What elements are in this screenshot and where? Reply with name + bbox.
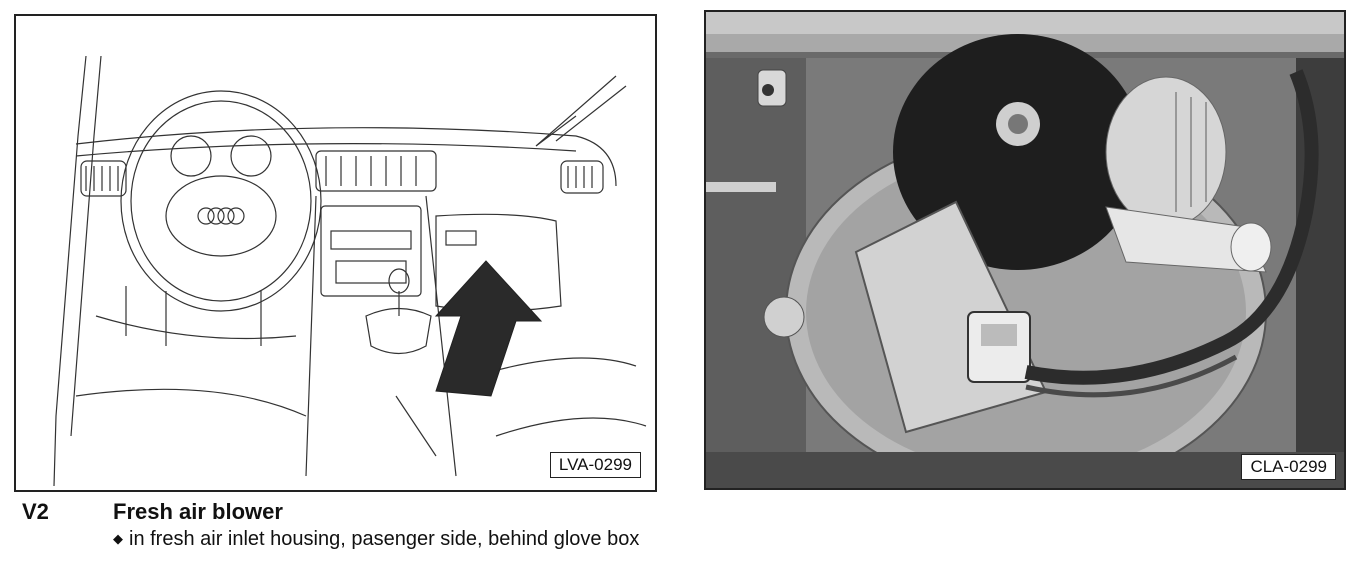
component-title: Fresh air blower <box>113 499 283 524</box>
diamond-bullet-icon: ◆ <box>113 531 123 546</box>
figure-label-left: LVA-0299 <box>549 452 641 478</box>
location-text: in fresh air inlet housing, pasenger sid… <box>129 528 640 550</box>
location-bullet: ◆ in fresh air inlet housing, pasenger si… <box>113 528 639 551</box>
location-arrow <box>434 260 543 397</box>
figure-label-right: CLA-0299 <box>1241 454 1336 480</box>
component-code: V2 <box>22 499 49 524</box>
dashboard-line-drawing <box>53 55 647 487</box>
blower-photo: CLA-0299 <box>704 10 1346 490</box>
dashboard-illustration: LVA-0299 <box>14 14 657 492</box>
blower-photo-image <box>706 12 1344 488</box>
